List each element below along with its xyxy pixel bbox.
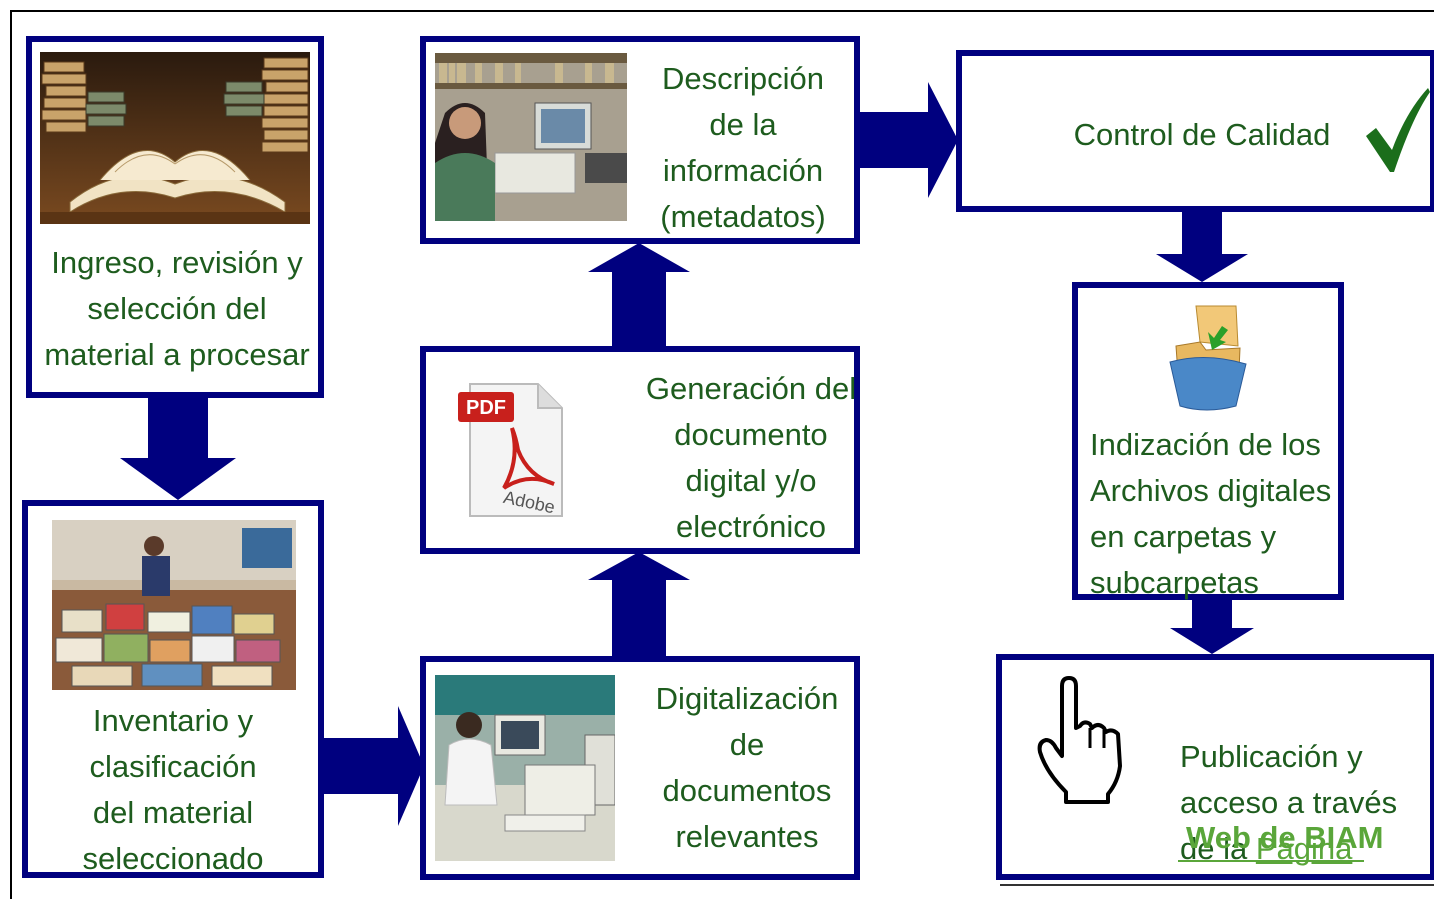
step-ingreso: Ingreso, revisión y selección del materi… <box>26 36 324 398</box>
library-workstation-photo <box>435 53 627 221</box>
open-books-photo <box>40 52 310 224</box>
arrow-indizacion-to-publicacion <box>1170 600 1254 654</box>
web-underline <box>1178 860 1364 862</box>
arrow-ingreso-to-inventario <box>120 398 236 500</box>
book-inventory-photo <box>52 520 296 690</box>
folder-icon <box>1166 302 1250 412</box>
arrow-descripcion-to-control <box>858 82 958 198</box>
arrow-generacion-to-descripcion <box>588 243 690 346</box>
arrow-inventario-to-digitalizacion <box>322 706 424 826</box>
step-generacion: PDF Adobe Generación del documento digit… <box>420 346 860 554</box>
arrow-control-to-indizacion <box>1156 212 1248 282</box>
control-text: Control de Calidad <box>1073 117 1331 152</box>
step-descripcion: Descripción de la información (metadatos… <box>420 36 860 244</box>
descripcion-text: Descripción de la información (metadatos… <box>660 61 826 234</box>
step-control: Control de Calidad <box>956 50 1434 212</box>
step-inventario: Inventario y clasificación del material … <box>22 500 324 878</box>
step-digitalizacion: Digitalización de documentos relevantes <box>420 656 860 880</box>
footer-rule <box>1000 884 1434 886</box>
hand-pointer-icon <box>1032 676 1128 806</box>
pdf-label: PDF <box>466 397 506 419</box>
ingreso-text: Ingreso, revisión y selección del materi… <box>44 245 310 372</box>
diagram-frame <box>10 10 1434 899</box>
pdf-file-icon: PDF Adobe <box>458 380 568 520</box>
arrow-digitalizacion-to-generacion <box>588 552 690 656</box>
scanning-station-photo <box>435 675 615 861</box>
web-de-biam-link[interactable]: Web de BIAM <box>1186 820 1384 855</box>
inventario-text: Inventario y clasificación del material … <box>82 703 264 876</box>
checkmark-icon <box>1362 84 1432 174</box>
generacion-text: Generación del documento digital y/o ele… <box>645 371 857 544</box>
indizacion-text: Indización de los Archivos digitales en … <box>1090 427 1332 600</box>
step-indizacion: Indización de los Archivos digitales en … <box>1072 282 1344 600</box>
digitalizacion-text: Digitalización de documentos relevantes <box>655 681 839 854</box>
